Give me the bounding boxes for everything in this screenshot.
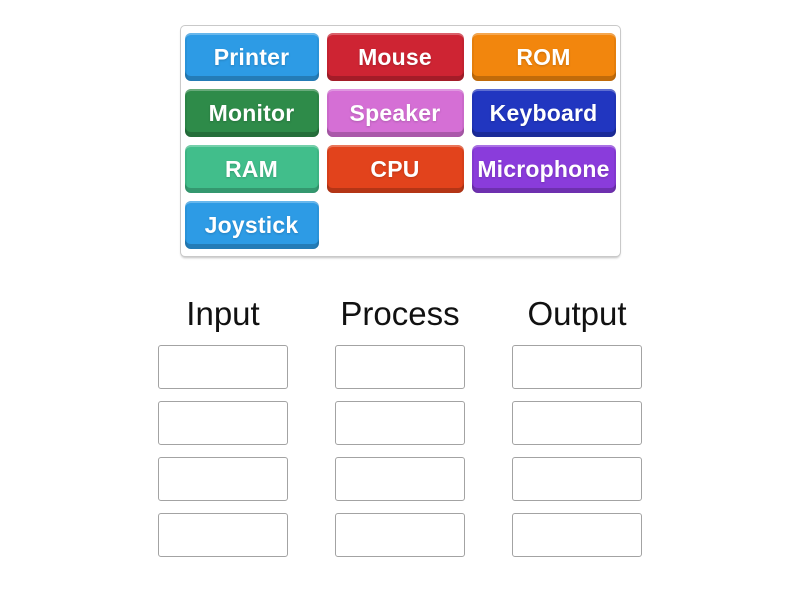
drop-slot-input-1[interactable] bbox=[158, 345, 288, 390]
tile-speaker[interactable]: Speaker bbox=[326, 89, 464, 137]
group-title-process: Process bbox=[340, 295, 460, 332]
tile-mouse[interactable]: Mouse bbox=[326, 33, 464, 81]
tile-rom[interactable]: ROM bbox=[471, 33, 616, 81]
group-column-process: Process bbox=[335, 294, 465, 569]
drop-slot-output-3[interactable] bbox=[512, 457, 642, 502]
tile-joystick[interactable]: Joystick bbox=[184, 201, 319, 249]
group-column-output: Output bbox=[512, 294, 642, 569]
tile-monitor[interactable]: Monitor bbox=[184, 89, 319, 137]
tile-microphone[interactable]: Microphone bbox=[471, 145, 616, 193]
drop-slot-input-3[interactable] bbox=[158, 457, 288, 502]
tile-cpu[interactable]: CPU bbox=[326, 145, 464, 193]
group-title-input: Input bbox=[186, 295, 260, 332]
tile-ram[interactable]: RAM bbox=[184, 145, 319, 193]
drop-slot-process-4[interactable] bbox=[335, 513, 465, 558]
drop-slot-output-4[interactable] bbox=[512, 513, 642, 558]
tile-printer[interactable]: Printer bbox=[184, 33, 319, 81]
group-title-output: Output bbox=[527, 295, 627, 332]
group-columns: Input Process Output bbox=[158, 294, 642, 569]
drop-slot-input-4[interactable] bbox=[158, 513, 288, 558]
drop-slot-process-2[interactable] bbox=[335, 401, 465, 446]
tile-keyboard[interactable]: Keyboard bbox=[471, 89, 616, 137]
drop-slot-output-1[interactable] bbox=[512, 345, 642, 390]
drop-slot-input-2[interactable] bbox=[158, 401, 288, 446]
drop-slot-output-2[interactable] bbox=[512, 401, 642, 446]
drop-slot-process-1[interactable] bbox=[335, 345, 465, 390]
drop-slot-process-3[interactable] bbox=[335, 457, 465, 502]
group-column-input: Input bbox=[158, 294, 288, 569]
